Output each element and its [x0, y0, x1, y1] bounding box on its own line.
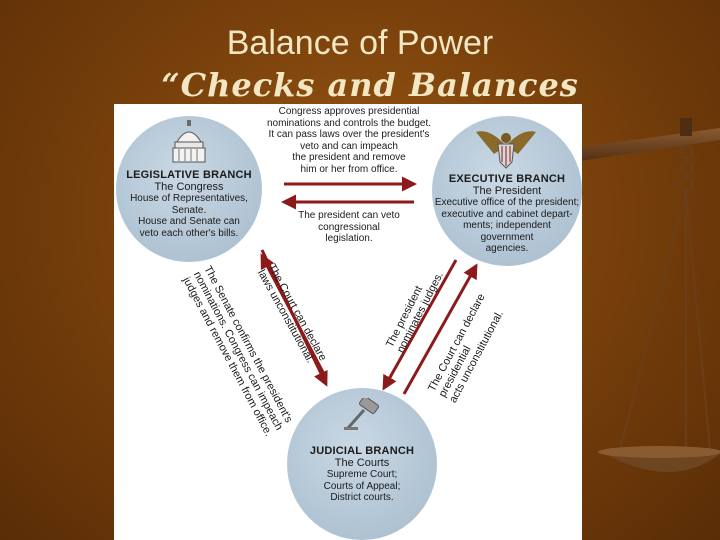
judicial-line: Courts of Appeal;: [323, 480, 401, 492]
slide-subtitle: “Checks and Balances: [161, 66, 579, 104]
legislative-line: Senate.: [171, 204, 207, 216]
check-line: veto and can impeach: [300, 140, 398, 152]
checks-and-balances-diagram: LEGISLATIVE BRANCH The Congress House of…: [114, 104, 582, 540]
arrow-congress-to-court: [260, 249, 328, 387]
legislative-branch-subtitle: The Congress: [154, 180, 224, 193]
executive-branch-text: EXECUTIVE BRANCH The President Executive…: [432, 173, 582, 255]
legislative-line: House and Senate can: [138, 216, 240, 227]
scale-of-justice-icon: [560, 118, 720, 473]
judicial-branch-text: JUDICIAL BRANCH The Courts Supreme Court…: [289, 445, 435, 504]
check-line: nominations and controls the budget.: [267, 117, 431, 129]
arrow-court-to-president: [402, 263, 478, 395]
gavel-icon: [344, 398, 379, 430]
judicial-line: Supreme Court;: [326, 469, 398, 480]
judicial-branch-subtitle: The Courts: [334, 456, 390, 469]
check-line: congressional: [318, 221, 380, 233]
check-congress-to-president: Congress approves presidential nominatio…: [254, 106, 444, 175]
executive-line: Executive office of the president;: [434, 197, 580, 208]
judicial-line: District courts.: [330, 492, 394, 503]
check-line: legislation.: [325, 233, 373, 244]
executive-line: ments; independent: [463, 220, 551, 231]
check-line: the president and remove: [292, 152, 406, 163]
executive-line: executive and cabinet depart-: [441, 208, 573, 220]
capitol-dome-icon: [172, 120, 206, 163]
check-line: It can pass laws over the president's: [268, 129, 430, 140]
check-line: Congress approves presidential: [278, 106, 420, 117]
check-line: The president can veto: [298, 210, 400, 221]
eagle-seal-icon: [476, 131, 536, 169]
legislative-branch-name: LEGISLATIVE BRANCH: [126, 169, 252, 181]
executive-branch-name: EXECUTIVE BRANCH: [448, 173, 566, 185]
slide-title: Balance of Power: [226, 24, 494, 62]
arrows-layer: [260, 176, 478, 395]
legislative-line: veto each other's bills.: [139, 227, 239, 239]
legislative-line: House of Representatives,: [130, 193, 248, 204]
check-president-to-congress: The president can veto congressional leg…: [274, 210, 424, 245]
check-line: him or her from office.: [300, 163, 398, 175]
arrow-president-to-court: [382, 259, 458, 391]
legislative-branch-text: LEGISLATIVE BRANCH The Congress House of…: [118, 169, 260, 239]
judicial-branch-name: JUDICIAL BRANCH: [309, 445, 415, 457]
executive-line: government: [480, 231, 534, 243]
executive-branch-subtitle: The President: [472, 184, 542, 197]
executive-line: agencies.: [485, 243, 529, 254]
